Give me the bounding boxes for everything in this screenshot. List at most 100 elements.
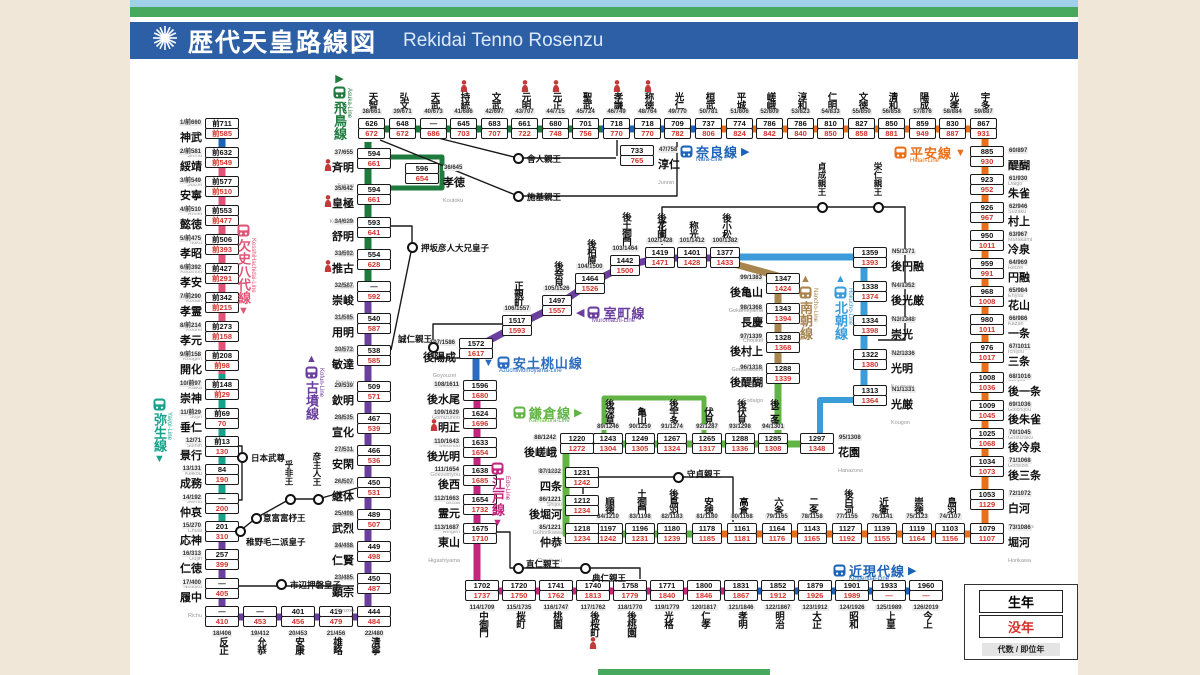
- emperor-romaji: Nintoku: [183, 584, 202, 591]
- branch-node: [312, 493, 324, 505]
- death-year: 1433: [710, 257, 740, 268]
- station-box-Sushun: —592: [357, 281, 391, 302]
- reign-number: 15/270: [181, 523, 202, 530]
- emperor-name: 光格: [662, 611, 673, 628]
- branch-node: [512, 152, 524, 164]
- emperor-name: 孝元: [180, 334, 202, 347]
- emperor-name: 亀山: [635, 407, 646, 424]
- emperor-name: 安徳: [702, 497, 713, 514]
- reign-number: 72/1072: [1008, 491, 1032, 498]
- line-label-kingendai: 近現代線▶Kingendai-Line: [833, 561, 916, 582]
- death-year: 1231: [625, 533, 655, 544]
- emperor-name: 天智: [366, 92, 378, 109]
- line-name-romaji: Kofun-Line: [318, 368, 324, 398]
- death-year: 1398: [853, 325, 887, 336]
- emperor-name: 後奈良: [552, 260, 563, 287]
- branch-label: 彦主人王: [312, 452, 322, 486]
- reign-number: 124/1926: [838, 605, 866, 611]
- emperor-romaji: Sujin: [189, 414, 202, 421]
- death-year: 456: [281, 616, 315, 627]
- emperor-name: 明正: [438, 421, 460, 434]
- emperor-name: 孝徳: [443, 176, 465, 189]
- emperor-romaji: Suiko: [340, 284, 354, 291]
- female-icon: [613, 80, 620, 92]
- death-year: 571: [357, 391, 391, 402]
- emperor-romaji: Kougen: [183, 356, 202, 363]
- emperor-name: 崇光: [891, 328, 913, 341]
- emperor-name: 高倉: [737, 497, 748, 514]
- emperor-name: 後水尾: [427, 393, 460, 406]
- death-year: 1234: [565, 533, 599, 544]
- emperor-name: 東山: [438, 536, 460, 549]
- route-segment-branch: [487, 531, 641, 579]
- emperor-romaji: Chuai: [187, 528, 202, 535]
- branch-node: [816, 201, 828, 213]
- reign-number: 111/1654: [433, 467, 460, 474]
- emperor-name: 雄略: [331, 637, 342, 654]
- branch-label: 稚野毛二派皇子: [246, 537, 306, 547]
- reign-number: 107/1586: [428, 340, 456, 347]
- emperor-name: 称光: [687, 221, 698, 238]
- emperor-name: 開化: [180, 363, 202, 376]
- emperor-name: 清寧: [369, 637, 380, 654]
- emperor-name: 光孝: [947, 92, 959, 109]
- emperor-name: 後三条: [1008, 469, 1041, 482]
- death-year: 前215: [205, 302, 239, 313]
- emperor-name: 六条: [772, 497, 783, 514]
- emperor-romaji: Kouan: [186, 298, 202, 305]
- reign-number: 18/406: [211, 631, 233, 637]
- emperor-name: 明治: [773, 611, 784, 628]
- reign-number: 100/1382: [711, 238, 739, 244]
- reign-number: 53/823: [790, 109, 811, 115]
- reign-number: 118/1770: [616, 605, 644, 611]
- reign-number: 115/1735: [505, 605, 533, 611]
- train-icon: [305, 366, 318, 379]
- emperor-name: 宇多: [978, 92, 990, 109]
- death-year: 592: [357, 291, 391, 302]
- emperor-name: 土御門: [635, 488, 646, 515]
- reign-number: 67/1011: [1008, 344, 1032, 351]
- reign-number: 41/686: [453, 109, 474, 115]
- reign-number: 120/1817: [690, 605, 718, 611]
- reign-number: 99/1383: [739, 275, 763, 282]
- death-year: 410: [205, 616, 239, 627]
- train-icon: [680, 145, 693, 158]
- emperor-name: 天武: [428, 92, 440, 109]
- reign-number: 50/781: [698, 109, 719, 115]
